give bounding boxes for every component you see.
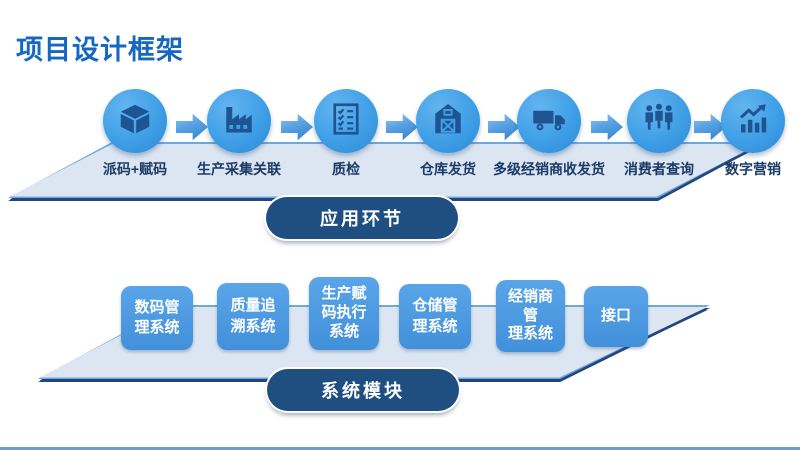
step-label-consumer: 消费者查询	[624, 161, 694, 177]
arrow-right-icon	[488, 113, 520, 141]
truck-icon	[531, 101, 567, 142]
factory-icon	[221, 101, 257, 142]
arrow-right-icon	[591, 113, 623, 141]
module-line: 仓储管	[412, 297, 458, 315]
module-line: 生产赋	[321, 285, 367, 303]
step-label-marketing: 数字营销	[725, 161, 781, 177]
module-digital-code-mgmt: 数码管 理系统	[121, 286, 193, 350]
bottom-accent-bar	[0, 447, 800, 450]
step-label-qc: 质检	[332, 161, 360, 177]
application-section-pill: 应用环节	[266, 197, 458, 239]
module-line: 理系统	[412, 317, 458, 335]
module-warehouse-mgmt: 仓储管 理系统	[399, 284, 471, 349]
flow-step-coding	[103, 89, 167, 153]
module-production-coding: 生产赋 码执行 系统	[309, 277, 379, 350]
box-icon	[117, 101, 153, 142]
consumers-icon	[641, 101, 677, 142]
module-line: 数码管	[134, 298, 180, 316]
arrow-right-icon	[386, 113, 418, 141]
flow-step-marketing	[721, 89, 785, 153]
module-line: 理系统	[507, 325, 553, 343]
module-line: 系统	[328, 322, 359, 340]
flow-step-production	[207, 89, 271, 153]
module-line: 质量追	[230, 297, 276, 315]
module-line: 管	[522, 306, 538, 324]
module-interface: 接口	[584, 286, 648, 347]
chart-icon	[735, 101, 771, 142]
page-title: 项目设计框架	[16, 35, 184, 65]
modules-section-pill: 系统模块	[267, 369, 459, 411]
warehouse-icon	[430, 101, 466, 142]
step-label-coding: 派码+赋码	[102, 161, 168, 177]
module-line: 码执行	[321, 304, 367, 322]
module-line: 经销商	[507, 287, 553, 305]
flow-step-consumer	[627, 89, 691, 153]
checklist-icon	[328, 101, 364, 142]
module-line: 理系统	[134, 319, 180, 336]
module-distributor-mgmt: 经销商 管 理系统	[496, 280, 565, 352]
step-label-production: 生产采集关联	[197, 161, 281, 177]
flow-step-distributor	[517, 89, 581, 153]
arrow-right-icon	[281, 113, 313, 141]
module-quality-trace: 质量追 溯系统	[217, 283, 289, 350]
step-label-distributor: 多级经销商收发货	[493, 161, 605, 177]
flow-step-warehouse	[416, 89, 480, 153]
step-label-warehouse: 仓库发货	[420, 161, 476, 177]
flow-step-qc	[314, 89, 378, 153]
module-line: 溯系统	[230, 317, 276, 335]
module-line: 接口	[600, 307, 631, 325]
arrow-right-icon	[176, 113, 208, 141]
